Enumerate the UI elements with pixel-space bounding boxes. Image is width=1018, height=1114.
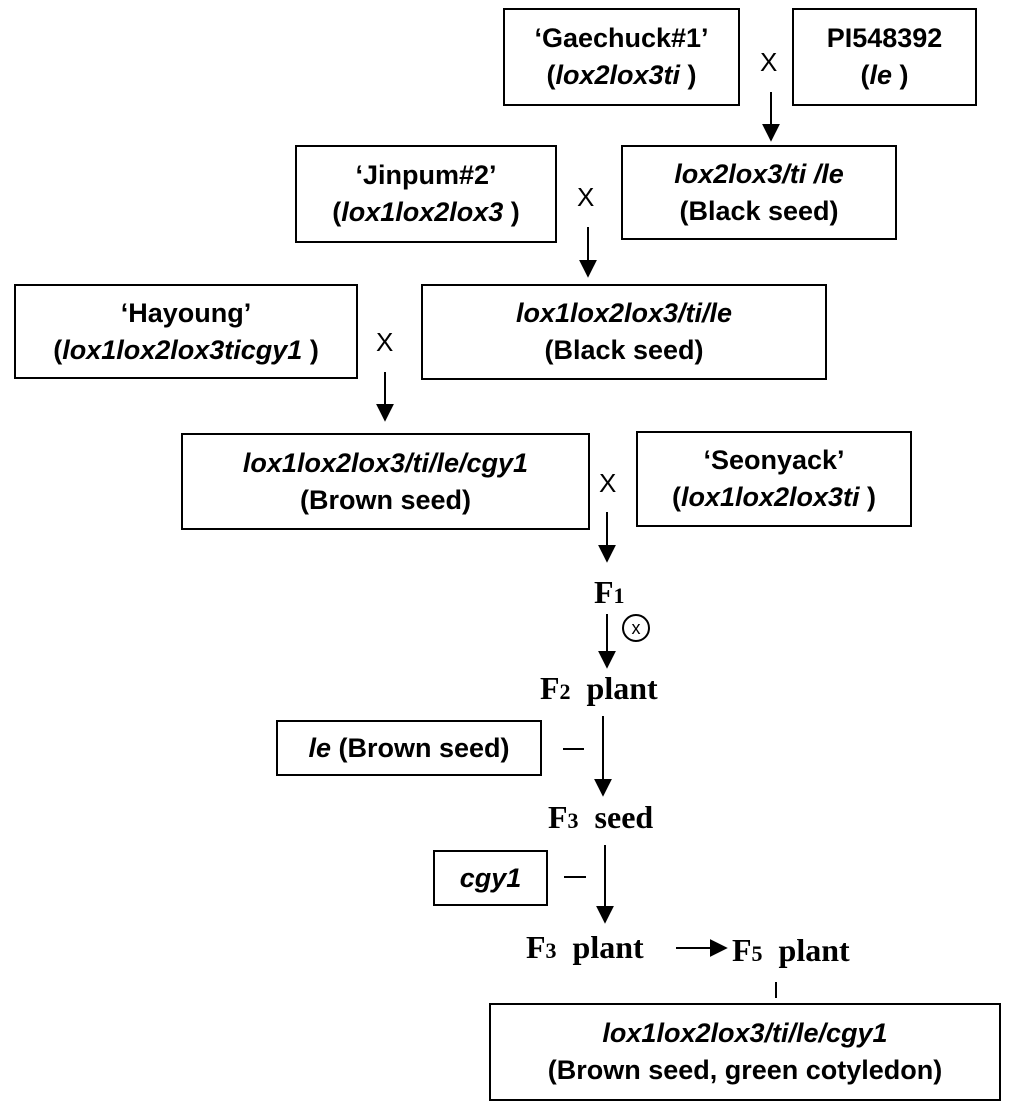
seed-phenotype: (Black seed) <box>679 195 839 226</box>
seed-phenotype: (Brown seed, green cotyledon) <box>547 1055 943 1085</box>
cross-symbol-1: X <box>760 47 778 77</box>
cross-result-box-3: lox1lox2lox3/ti/le/cgy1 (Brown seed) <box>181 433 590 530</box>
genotype: lox1lox2lox3/ti/le/cgy1 <box>242 447 529 478</box>
genotype: lox1lox2lox3ticgy1 <box>62 334 303 365</box>
genotype: le <box>308 732 331 763</box>
cross-symbol-2: X <box>577 182 595 212</box>
parent-box-hayoung: ‘Hayoung’ (lox1lox2lox3ticgy1 ) <box>14 284 358 379</box>
genotype-line: (lox1lox2lox3ticgy1 ) <box>53 334 319 365</box>
variety-name: ‘Hayoung’ <box>120 297 252 328</box>
genotype-line: (lox1lox2lox3ti ) <box>671 482 877 512</box>
genotype: lox1lox2lox3/ti/le <box>515 298 733 328</box>
selection-box-le: le (Brown seed) <box>276 720 542 776</box>
genotype-line: (lox2lox3ti ) <box>546 60 697 90</box>
genotype: lox2lox3ti <box>555 60 681 90</box>
seed-phenotype: (Brown seed) <box>299 484 472 515</box>
genotype: lox1lox2lox3/ti/le/cgy1 <box>602 1018 888 1048</box>
parent-box-jinpum: ‘Jinpum#2’ (lox1lox2lox3 ) <box>295 145 557 243</box>
cross-result-box-2: lox1lox2lox3/ti/le (Black seed) <box>421 284 827 380</box>
cross-result-box-1: lox2lox3/ti /le (Black seed) <box>621 145 897 240</box>
selection-box-cgy1: cgy1 <box>433 850 548 906</box>
genotype: lox2lox3/ti /le <box>674 158 844 189</box>
variety-name: ‘Seonyack’ <box>703 445 845 475</box>
generation-f5-plant: F5 plant <box>732 932 850 968</box>
genotype: le <box>869 60 893 90</box>
generation-f2-plant: F2 plant <box>540 670 658 706</box>
genotype-line: (lox1lox2lox3 ) <box>332 197 520 227</box>
variety-name: ‘Gaechuck#1’ <box>534 23 709 53</box>
parent-box-pi548392: PI548392 (le ) <box>792 8 977 106</box>
seed-phenotype: (Black seed) <box>544 335 704 365</box>
generation-f3-plant: F3 plant <box>526 929 644 965</box>
final-line-box: lox1lox2lox3/ti/le/cgy1 (Brown seed, gre… <box>489 1003 1001 1101</box>
variety-name: PI548392 <box>826 23 943 53</box>
selection-label: le (Brown seed) <box>308 732 510 763</box>
genotype: cgy1 <box>459 862 522 893</box>
genotype-line: (le ) <box>860 60 909 90</box>
genotype: lox1lox2lox3 <box>341 197 504 227</box>
parent-box-gaechuck: ‘Gaechuck#1’ (lox2lox3ti ) <box>503 8 740 106</box>
generation-f1: F1 <box>594 574 625 610</box>
generation-f3-seed: F3 seed <box>548 799 654 835</box>
selfing-symbol: x <box>622 614 650 642</box>
genotype: lox1lox2lox3ti <box>680 482 860 512</box>
variety-name: ‘Jinpum#2’ <box>355 160 497 190</box>
parent-box-seonyack: ‘Seonyack’ (lox1lox2lox3ti ) <box>636 431 912 527</box>
cross-symbol-3: X <box>376 327 394 357</box>
cross-symbol-4: X <box>599 468 617 498</box>
